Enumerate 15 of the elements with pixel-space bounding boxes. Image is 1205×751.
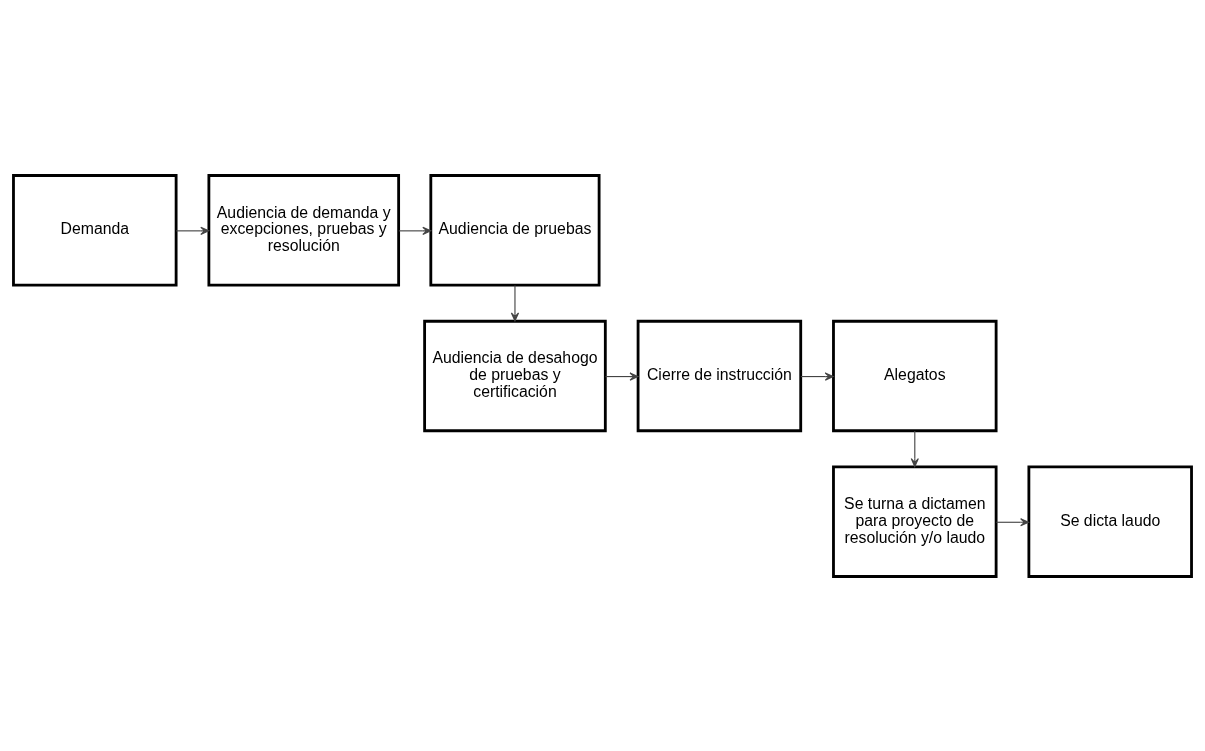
arrow [800,371,834,381]
node-box: Audiencia de desahogo de pruebas y certificación [423,319,607,432]
node-box: Cierre de instrucción [636,319,803,432]
node-box: Alegatos [832,319,998,432]
arrow [604,371,639,381]
arrow [510,284,520,321]
node-box: Audiencia de demanda y excepciones, pruebas y resolución [207,173,401,286]
node-box: Audiencia de pruebas [429,173,601,286]
node-box: Se dicta laudo [1027,465,1193,578]
node-box: Demanda [12,173,178,286]
arrow [398,226,432,235]
arrow [995,517,1030,526]
arrow [910,430,919,467]
node-box: Se turna a dictamen para proyecto de resolución y/o laudo [832,465,998,578]
arrow [175,226,210,235]
